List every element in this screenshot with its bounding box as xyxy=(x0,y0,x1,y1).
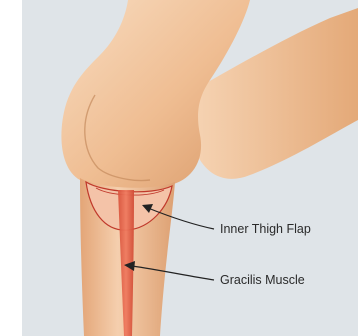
flap-label: Inner Thigh Flap xyxy=(220,222,311,236)
muscle-label: Gracilis Muscle xyxy=(220,273,305,287)
